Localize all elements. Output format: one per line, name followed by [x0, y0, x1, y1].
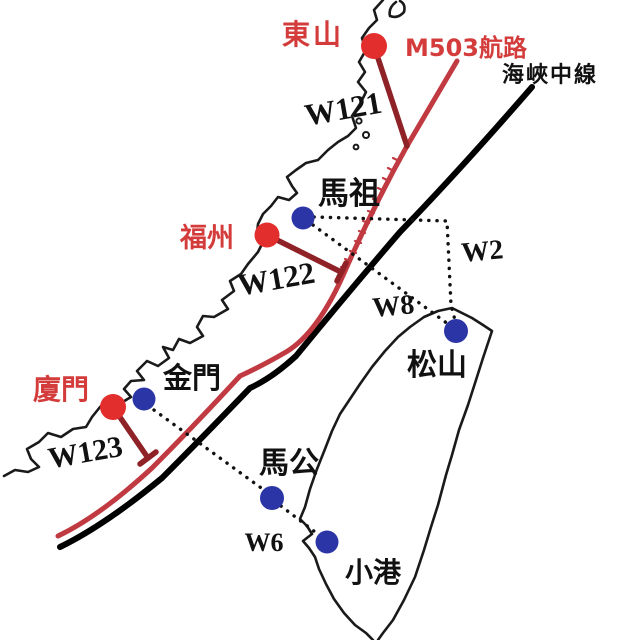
dotted-route-w2	[312, 215, 457, 322]
label-median-line: 海峽中線	[502, 62, 598, 88]
coastal-hook	[388, 0, 406, 19]
label-dongshan: 東山	[282, 18, 344, 51]
label-w8: W8	[371, 289, 416, 324]
route-w122-endbar	[334, 260, 349, 284]
taiwan-outline	[298, 306, 494, 640]
label-magong: 馬公	[259, 446, 319, 481]
route-w123-endbar	[137, 449, 159, 467]
label-w2: W2	[460, 234, 505, 269]
city-dot-xiamen	[100, 394, 126, 420]
airport-dot-magong	[260, 486, 284, 510]
label-w121: W121	[302, 85, 384, 133]
label-songshan: 松山	[407, 348, 467, 383]
airport-dot-kinmen	[132, 387, 156, 411]
dotted-route-w8	[311, 223, 450, 326]
matsu-islets	[352, 117, 370, 151]
label-xiamen: 廈門	[33, 373, 89, 406]
label-xiaogang: 小港	[345, 556, 402, 589]
median-line	[57, 84, 535, 550]
label-w122: W122	[235, 255, 317, 303]
airport-dot-xiaogang	[315, 530, 339, 554]
m503-route-ticks	[339, 156, 401, 271]
label-mazu: 馬祖	[318, 176, 380, 212]
airport-dot-mazu	[291, 206, 315, 230]
mainland-coastline	[2, 0, 385, 478]
city-dot-fuzhou	[254, 222, 280, 248]
label-m503-route: M503航路	[405, 34, 528, 62]
route-w121-line	[371, 43, 410, 149]
route-w122-line	[264, 232, 344, 275]
label-kinmen: 金門	[162, 361, 221, 395]
label-w6: W6	[245, 528, 284, 557]
dotted-route-kinmen-magong	[152, 408, 266, 492]
airport-dot-songshan	[444, 319, 468, 343]
m503-route-line	[55, 58, 460, 539]
label-fuzhou: 福州	[179, 223, 234, 254]
dotted-route-w6	[279, 504, 321, 537]
city-dot-dongshan	[361, 33, 387, 59]
